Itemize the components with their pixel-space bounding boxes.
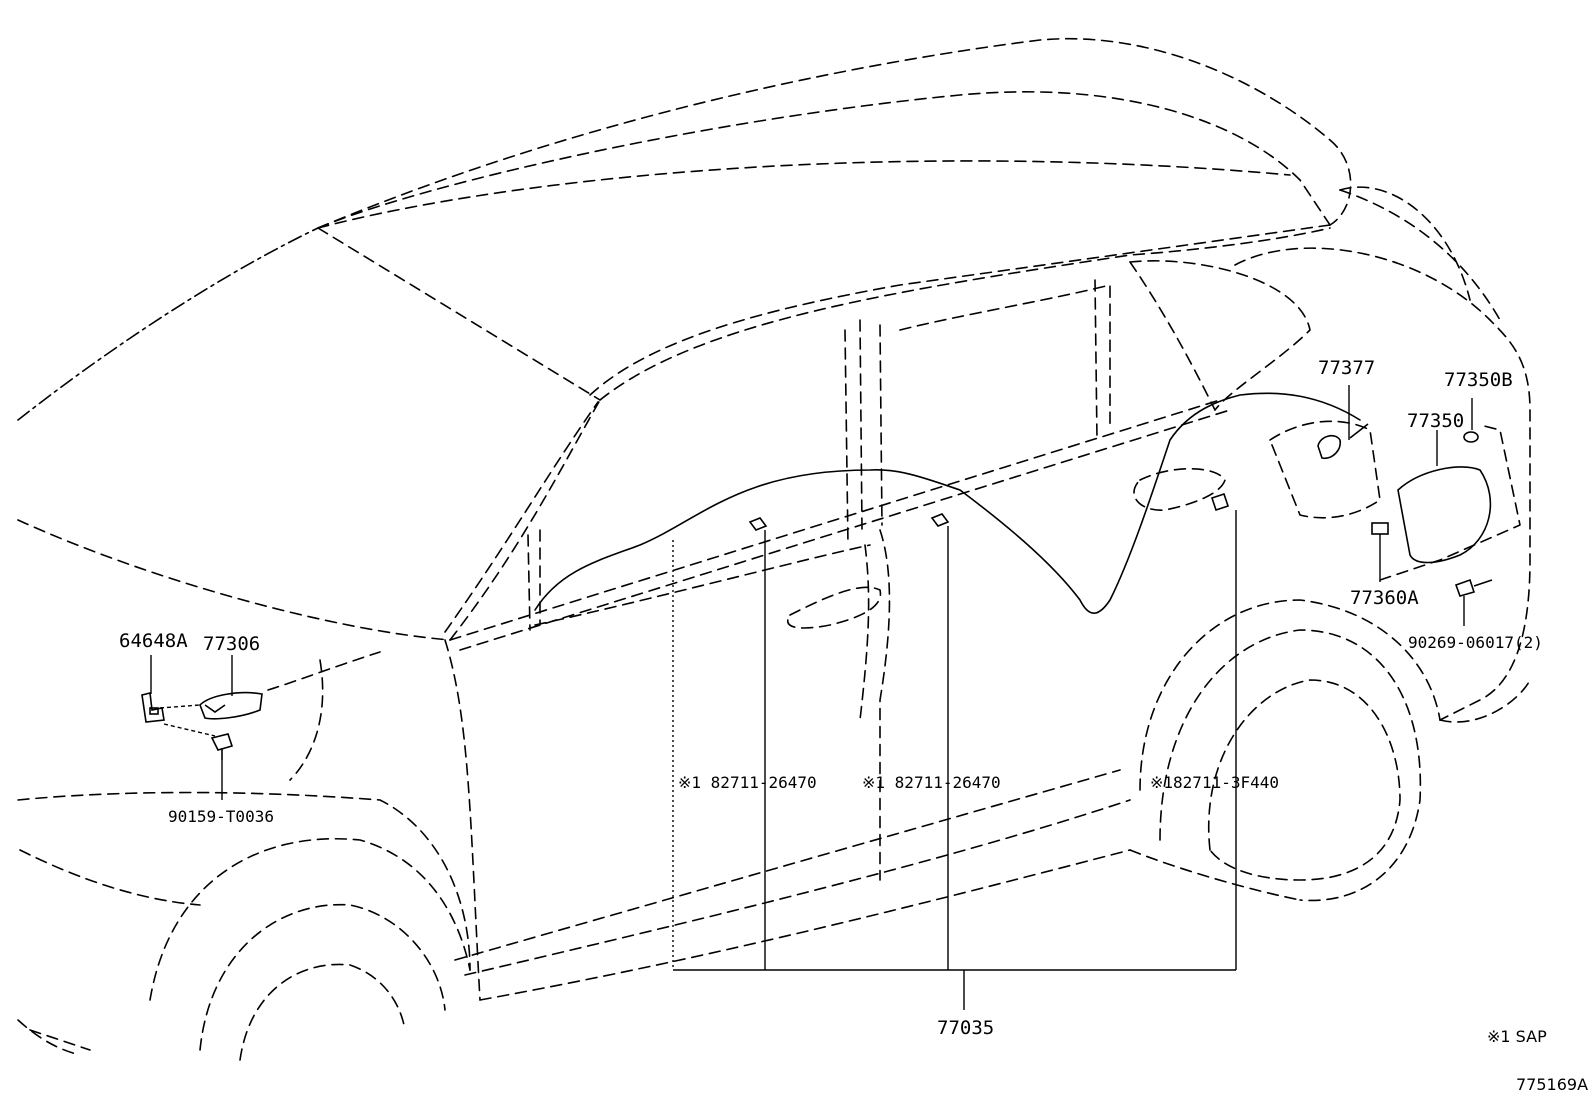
vehicle-outline [17,38,1531,1061]
label-90159: 90159-T0036 [168,807,274,826]
door-wiring [534,392,1361,614]
label-90269: 90269-06017(2) [1408,633,1543,652]
label-64648a: 64648A [119,630,188,652]
fuel-lid-77350 [1379,424,1521,581]
opener-77306 [199,691,263,720]
clip-82711-c [1210,492,1230,512]
hinge-77377 [1317,423,1369,460]
label-77350b: 77350B [1444,369,1513,391]
label-clip-3: ※182711-3F440 [1150,773,1279,792]
label-77360a: 77360A [1350,587,1419,609]
pin-90269 [1454,578,1493,597]
clip-82711-b [930,513,950,527]
drawing-id: 775169A [1516,1075,1588,1094]
label-77350: 77350 [1407,410,1464,432]
cap-77350b [1463,431,1479,443]
label-77377: 77377 [1318,357,1375,379]
screw-90159 [210,733,234,760]
label-77035: 77035 [937,1017,994,1039]
sap-note: ※1 SAP [1487,1027,1547,1046]
label-clip-2: ※1 82711-26470 [862,773,1001,792]
label-77306: 77306 [203,633,260,655]
clip-82711-a [748,517,768,531]
rubber-77360a [1371,522,1389,535]
label-clip-1: ※1 82711-26470 [678,773,817,792]
leader-lines [150,385,1473,1010]
